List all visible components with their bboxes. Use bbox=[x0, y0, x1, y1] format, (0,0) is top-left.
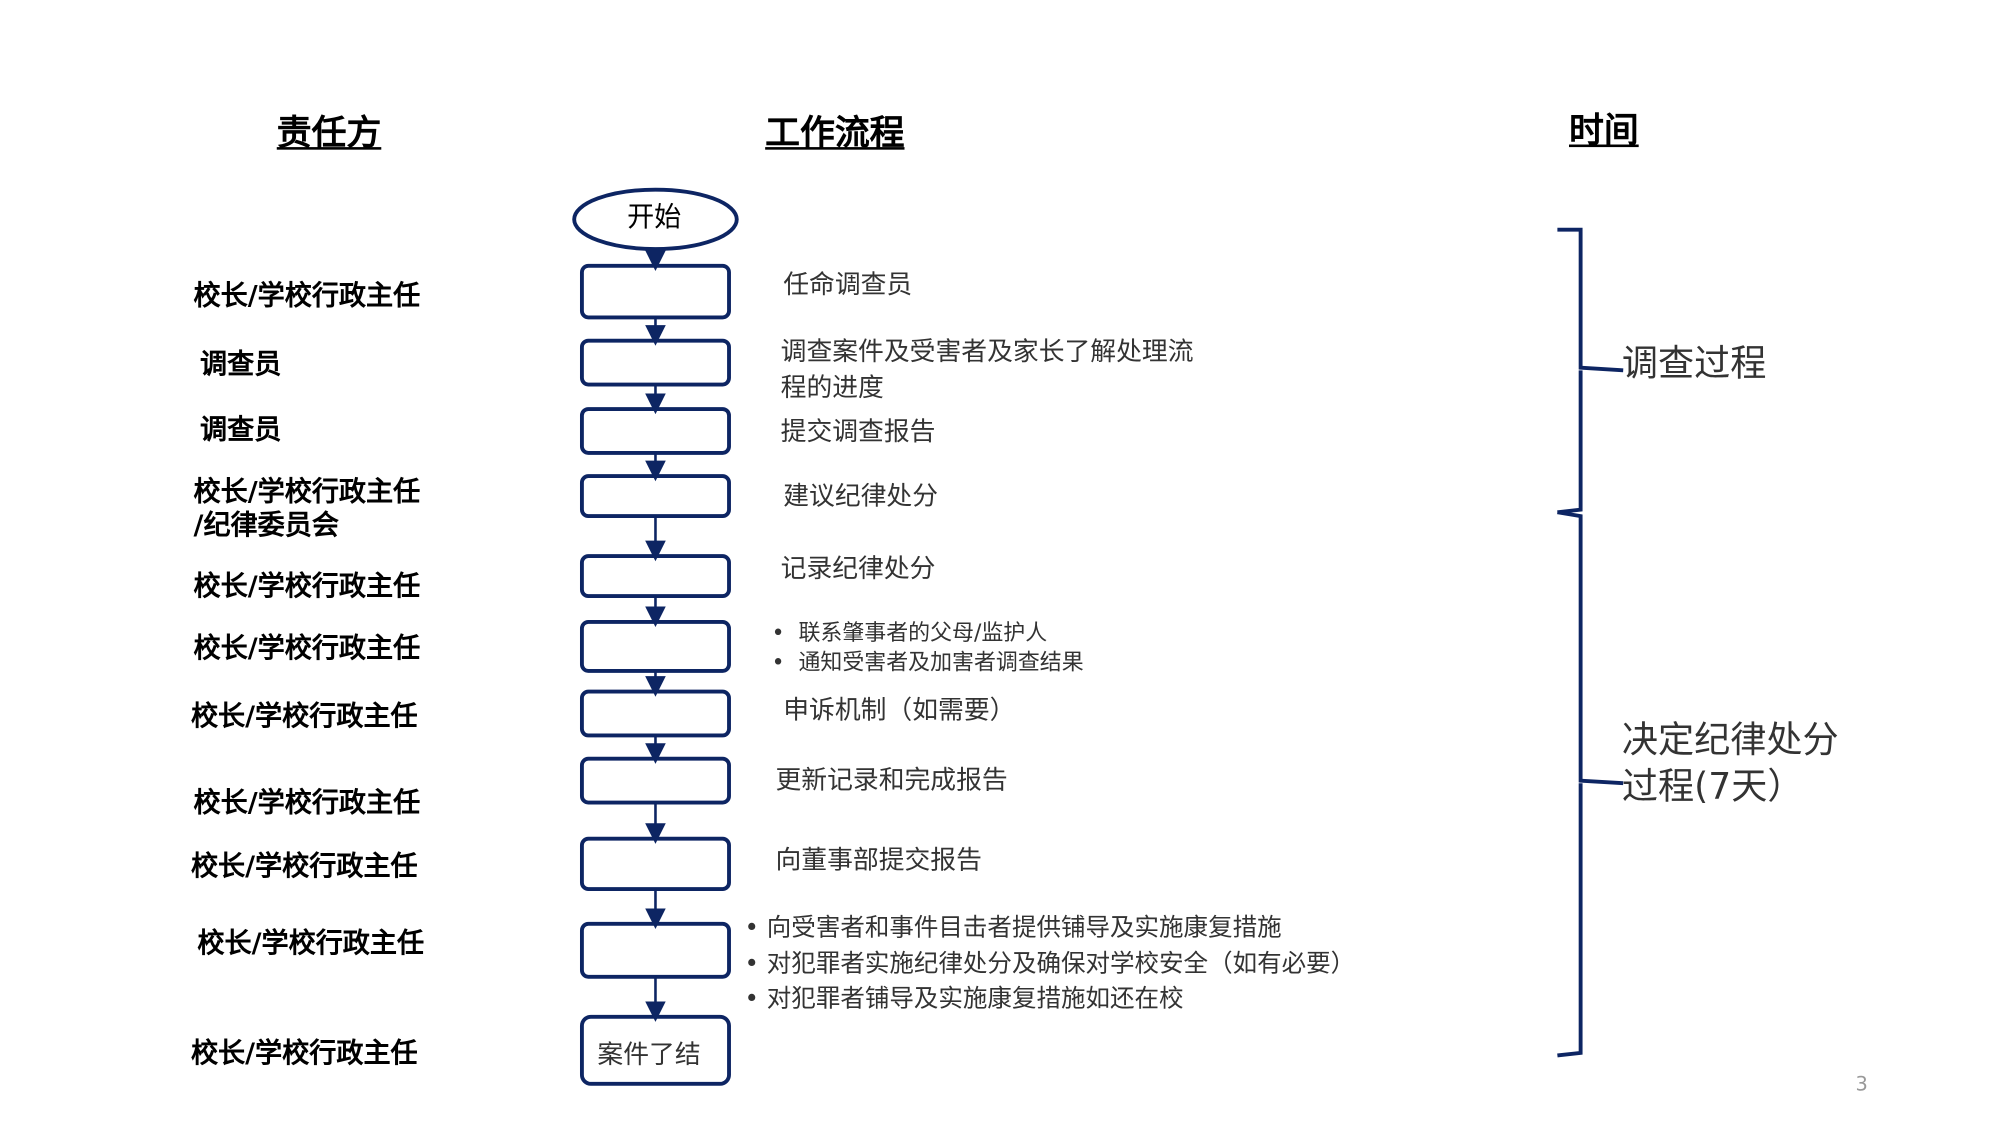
start-label: 开始 bbox=[627, 201, 682, 233]
bullet-icon: • bbox=[744, 949, 759, 979]
responsible-1: 校长/学校行政主任 bbox=[193, 279, 421, 311]
step-box-2 bbox=[579, 338, 731, 387]
bullet-text: 对犯罪者实施纪律处分及确保对学校安全（如有必要） bbox=[766, 949, 1356, 979]
responsible-7: 校长/学校行政主任 bbox=[190, 700, 418, 732]
step-7-text: 申诉机制（如需要） bbox=[783, 694, 1016, 726]
step-10-bullet-3: • 对犯罪者铺导及实施康复措施如还在校 bbox=[744, 984, 1184, 1013]
step-box-10 bbox=[579, 921, 731, 979]
header-time: 时间 bbox=[1569, 110, 1639, 151]
responsible-10: 校长/学校行政主任 bbox=[197, 927, 425, 959]
step-10-bullet-2: • 对犯罪者实施纪律处分及确保对学校安全（如有必要） bbox=[745, 952, 1356, 977]
bullet-text: 联系肇事者的父母/监护人 bbox=[798, 620, 1048, 647]
step-box-8 bbox=[579, 756, 731, 805]
step-6-bullet-2: • 通知受害者及加害者调查结果 bbox=[771, 650, 1084, 677]
responsible-8: 校长/学校行政主任 bbox=[193, 787, 421, 819]
header-responsible: 责任方 bbox=[276, 113, 382, 154]
step-box-4 bbox=[579, 474, 731, 519]
bullet-text: 向受害者和事件目击者提供铺导及实施康复措施 bbox=[766, 913, 1282, 942]
step-2-text: 调查案件及受害者及家长了解处理流 bbox=[780, 335, 1194, 367]
bullet-text: 对犯罪者铺导及实施康复措施如还在校 bbox=[766, 984, 1184, 1013]
responsible-2: 调查员 bbox=[199, 348, 282, 380]
step-box-1 bbox=[579, 263, 731, 320]
header-workflow: 工作流程 bbox=[765, 113, 905, 154]
bullet-icon: • bbox=[744, 984, 759, 1013]
bullet-icon: • bbox=[744, 913, 759, 942]
step-box-3 bbox=[579, 407, 731, 455]
responsible-11: 校长/学校行政主任 bbox=[190, 1037, 418, 1069]
responsible-4: 校长/学校行政主任 bbox=[193, 476, 421, 508]
end-label: 案件了结 bbox=[597, 1038, 701, 1070]
step-3-text: 提交调查报告 bbox=[780, 415, 936, 447]
brace-investigation bbox=[1557, 227, 1624, 515]
responsible-4b: /纪律委员会 bbox=[193, 509, 339, 541]
bullet-text: 通知受害者及加害者调查结果 bbox=[798, 650, 1084, 677]
phase-decision-line-1: 决定纪律处分 bbox=[1621, 718, 1839, 762]
step-box-9 bbox=[579, 836, 731, 891]
step-box-7 bbox=[579, 689, 731, 738]
step-9-text: 向董事部提交报告 bbox=[775, 843, 982, 875]
responsible-6: 校长/学校行政主任 bbox=[193, 632, 421, 664]
step-6-bullet-1: • 联系肇事者的父母/监护人 bbox=[772, 623, 1048, 645]
responsible-9: 校长/学校行政主任 bbox=[190, 850, 418, 882]
responsible-3: 调查员 bbox=[199, 414, 282, 446]
step-2-text-cont: 程的进度 bbox=[780, 371, 884, 403]
responsible-5: 校长/学校行政主任 bbox=[193, 570, 421, 602]
step-box-6 bbox=[579, 619, 731, 673]
phase-decision-line-2: 过程(7天） bbox=[1621, 765, 1804, 808]
step-4-text: 建议纪律处分 bbox=[783, 479, 939, 511]
step-5-text: 记录纪律处分 bbox=[780, 552, 936, 584]
page-number: 3 bbox=[1855, 1072, 1868, 1096]
brace-decision bbox=[1557, 510, 1624, 1058]
bullet-icon: • bbox=[771, 650, 785, 677]
step-10-bullet-1: • 向受害者和事件目击者提供铺导及实施康复措施 bbox=[744, 913, 1282, 942]
phase-investigation: 调查过程 bbox=[1621, 341, 1767, 385]
step-1-text: 任命调查员 bbox=[783, 268, 913, 300]
step-8-text: 更新记录和完成报告 bbox=[775, 763, 1008, 795]
bullet-icon: • bbox=[771, 620, 785, 647]
step-box-5 bbox=[579, 554, 731, 599]
